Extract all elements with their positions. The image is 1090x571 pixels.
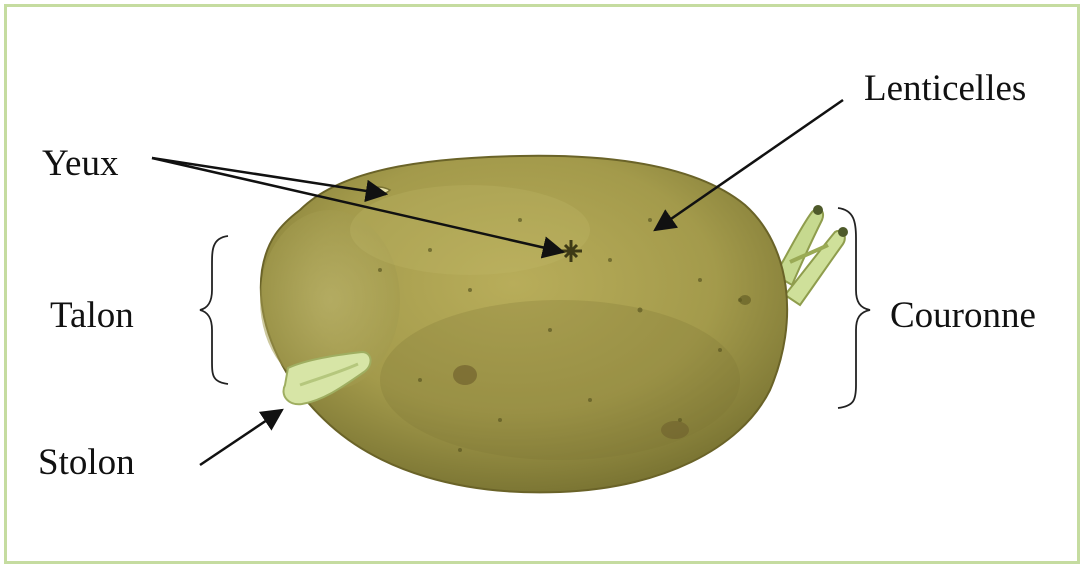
talon-bracket [200,236,228,384]
arrow-yeux-upper [152,158,386,194]
potato-tuber [260,156,787,493]
arrow-stolon [200,410,282,465]
label-couronne: Couronne [890,295,1036,336]
label-yeux: Yeux [42,143,119,184]
label-talon: Talon [50,295,134,336]
label-stolon: Stolon [38,442,135,483]
label-lenticelles: Lenticelles [864,68,1026,109]
